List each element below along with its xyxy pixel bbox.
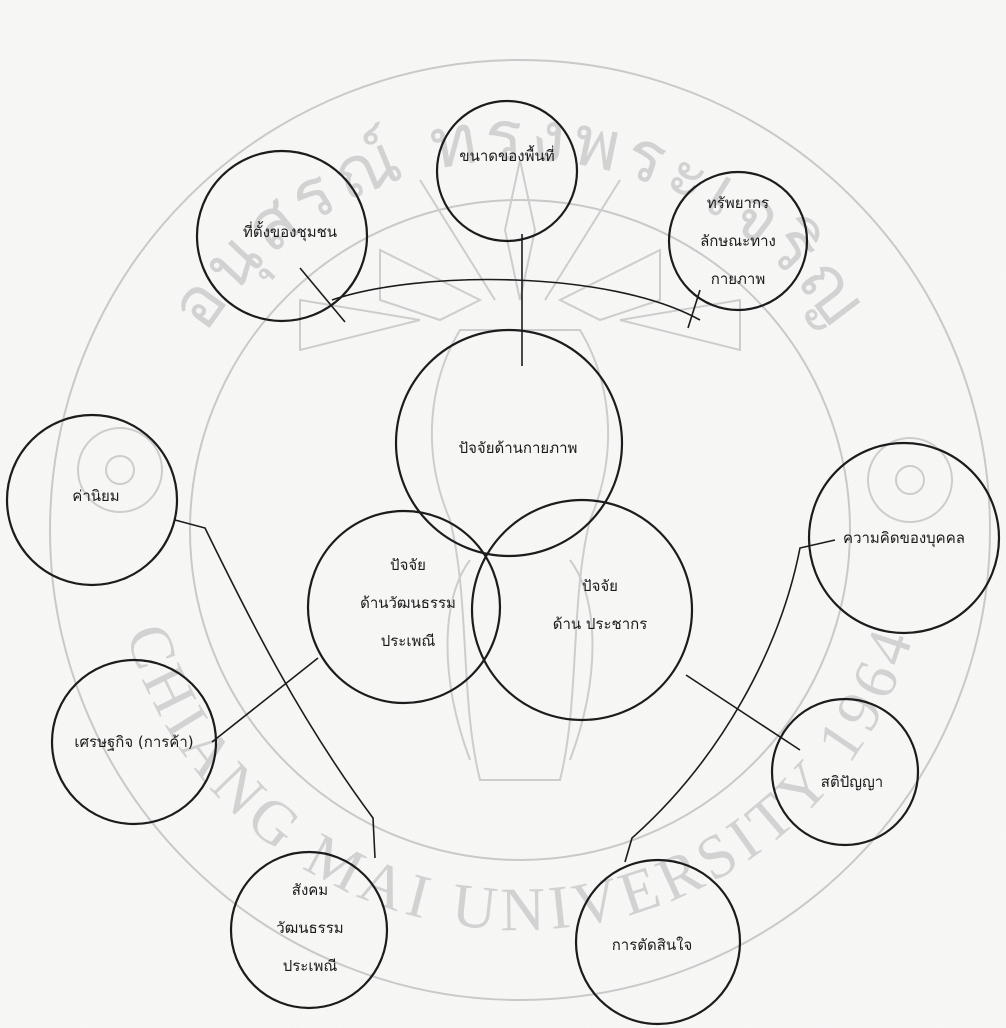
node-wisdom-label: สติปัญญา [821,773,883,791]
node-label-line: ที่ตั้งของชุมชน [243,221,337,242]
node-label-line: ค่านิยม [72,487,119,505]
node-label-line: ประเพณี [283,957,338,975]
node-area-size: ขนาดของพื้นที่ [437,101,577,241]
node-label-line: ทรัพยากร [707,194,769,212]
node-cultural-factors-label: ปัจจัยด้านวัฒนธรรมประเพณี [360,556,456,650]
node-label-line: เศรษฐกิจ (การค้า) [74,733,193,751]
node-physical-resources: ทรัพยากรลักษณะทางกายภาพ [669,172,807,310]
node-decision-making-label: การตัดสินใจ [612,936,693,954]
connector-economy-to-cultural [212,658,318,742]
connector-location-to-arc [300,268,345,322]
node-label-line: การตัดสินใจ [612,936,693,954]
node-community-location-label: ที่ตั้งของชุมชน [243,221,337,242]
node-economy: เศรษฐกิจ (การค้า) [52,660,216,824]
node-label-line: ขนาดของพื้นที่ [459,145,554,165]
node-personal-opinion: ความคิดของบุคคล [809,443,999,633]
node-population-factors: ปัจจัยด้าน ประชากร [472,500,692,720]
connector-resources-to-arc [688,290,700,328]
node-values-label: ค่านิยม [72,487,119,505]
node-personal-opinion-label: ความคิดของบุคคล [843,529,965,548]
node-physical-factors-label: ปัจจัยด้านกายภาพ [459,439,578,457]
connectors [175,234,835,862]
node-community-location: ที่ตั้งของชุมชน [197,151,367,321]
node-label-line: วัฒนธรรม [276,919,343,937]
node-values: ค่านิยม [7,415,177,585]
node-label-line: กายภาพ [711,270,766,288]
node-label-line: สติปัญญา [821,773,883,791]
connector-population-to-wisdom [686,675,800,750]
node-label-line: ปัจจัยด้านกายภาพ [459,439,578,457]
node-label-line: ปัจจัย [582,577,618,595]
right-arc-connector [625,540,835,862]
node-social-culture-label: สังคมวัฒนธรรมประเพณี [276,881,343,975]
node-label-line: ปัจจัย [390,556,426,574]
node-label-line: ความคิดของบุคคล [843,529,965,548]
node-population-factors-label: ปัจจัยด้าน ประชากร [553,577,648,633]
node-economy-label: เศรษฐกิจ (การค้า) [74,733,193,751]
node-wisdom: สติปัญญา [772,699,918,845]
top-arc-connector [332,280,700,320]
node-social-culture: สังคมวัฒนธรรมประเพณี [231,852,387,1008]
node-label-line: สังคม [292,881,328,899]
left-arc-connector [175,520,375,858]
node-area-size-label: ขนาดของพื้นที่ [459,145,554,165]
node-label-line: ด้าน ประชากร [553,615,648,633]
node-physical-factors: ปัจจัยด้านกายภาพ [396,330,622,556]
node-label-line: ลักษณะทาง [700,232,776,250]
node-label-line: ด้านวัฒนธรรม [360,594,456,612]
node-label-line: ประเพณี [381,632,436,650]
node-physical-resources-label: ทรัพยากรลักษณะทางกายภาพ [700,194,776,288]
node-decision-making: การตัดสินใจ [576,860,740,1024]
